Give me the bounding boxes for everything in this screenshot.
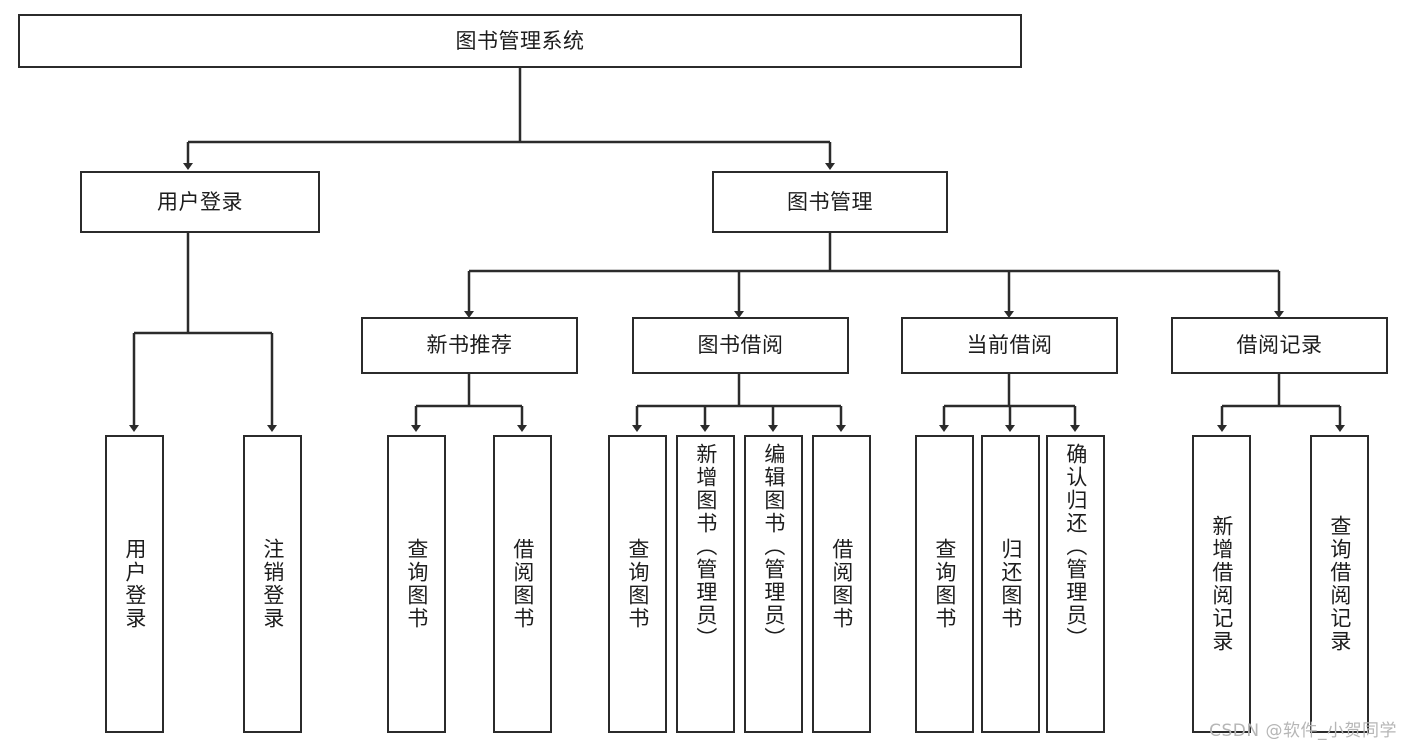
node-root-system[interactable]: 图书管理系统 [18,14,1022,68]
node-book-borrow[interactable]: 图书借阅 [632,317,849,374]
leaf-book-borrow-edit-label: 编辑图书（管理员） [761,443,786,650]
leaf-borrow-record-query-label: 查询借阅记录 [1327,515,1352,653]
leaf-new-book-query-label: 查询图书 [404,538,429,630]
node-user-login[interactable]: 用户登录 [80,171,320,233]
leaf-borrow-record-add[interactable]: 新增借阅记录 [1192,435,1251,733]
leaf-book-borrow-add[interactable]: 新增图书（管理员） [676,435,735,733]
leaf-user-login-logout-label: 注销登录 [260,538,285,630]
leaf-current-borrow-confirm[interactable]: 确认归还（管理员） [1046,435,1105,733]
leaf-borrow-record-query[interactable]: 查询借阅记录 [1310,435,1369,733]
leaf-current-borrow-return-label: 归还图书 [998,538,1023,630]
leaf-book-borrow-borrow[interactable]: 借阅图书 [812,435,871,733]
node-root-system-label: 图书管理系统 [455,28,585,53]
leaf-current-borrow-query-label: 查询图书 [932,538,957,630]
leaf-user-login-logout[interactable]: 注销登录 [243,435,302,733]
leaf-book-borrow-edit[interactable]: 编辑图书（管理员） [744,435,803,733]
leaf-current-borrow-return[interactable]: 归还图书 [981,435,1040,733]
node-new-book-recommend-label: 新书推荐 [426,333,513,358]
leaf-new-book-borrow[interactable]: 借阅图书 [493,435,552,733]
leaf-borrow-record-add-label: 新增借阅记录 [1209,515,1234,653]
leaf-book-borrow-borrow-label: 借阅图书 [829,538,854,630]
leaf-book-borrow-add-label: 新增图书（管理员） [693,443,718,650]
leaf-book-borrow-query[interactable]: 查询图书 [608,435,667,733]
node-current-borrow-label: 当前借阅 [966,333,1053,358]
node-current-borrow[interactable]: 当前借阅 [901,317,1118,374]
leaf-book-borrow-query-label: 查询图书 [625,538,650,630]
node-book-manage[interactable]: 图书管理 [712,171,948,233]
leaf-new-book-borrow-label: 借阅图书 [510,538,535,630]
node-borrow-record[interactable]: 借阅记录 [1171,317,1388,374]
node-user-login-label: 用户登录 [157,189,243,214]
node-book-manage-label: 图书管理 [787,189,873,214]
node-book-borrow-label: 图书借阅 [697,333,784,358]
leaf-user-login-login-label: 用户登录 [122,538,147,630]
leaf-new-book-query[interactable]: 查询图书 [387,435,446,733]
node-new-book-recommend[interactable]: 新书推荐 [361,317,578,374]
leaf-current-borrow-query[interactable]: 查询图书 [915,435,974,733]
leaf-current-borrow-confirm-label: 确认归还（管理员） [1063,443,1088,650]
leaf-user-login-login[interactable]: 用户登录 [105,435,164,733]
watermark: CSDN @软件_小贺同学 [1209,721,1397,741]
node-borrow-record-label: 借阅记录 [1236,333,1323,358]
